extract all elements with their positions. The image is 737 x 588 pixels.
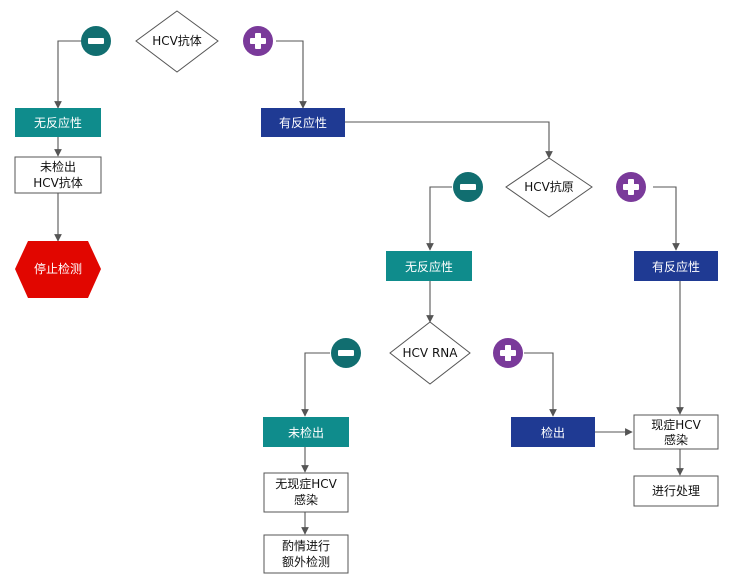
box-not-detected: 未检出: [263, 417, 349, 447]
connector-reactive-to-antigen: [345, 121, 553, 159]
box-label: 无反应性: [405, 259, 453, 274]
box-reactive-1: 有反应性: [261, 108, 345, 137]
box-current-hcv-infection: 现症HCV 感染: [633, 414, 719, 450]
connector-antibody-negative: [54, 40, 82, 109]
box-label: 无反应性: [34, 115, 82, 130]
connector-rna-negative: [301, 352, 330, 417]
box-not-detected-antibody: 未检出 HCV抗体: [14, 156, 102, 194]
box-label-line1: 酌情进行: [282, 539, 330, 553]
box-proceed-treatment: 进行处理: [633, 475, 719, 507]
stop-label: 停止检测: [34, 261, 82, 276]
minus-icon: [453, 172, 483, 202]
minus-icon: [331, 338, 361, 368]
box-nonreactive-2: 无反应性: [386, 251, 472, 281]
box-label-line2: 感染: [664, 432, 688, 447]
box-no-current-hcv-infection: 无现症HCV 感染: [263, 472, 349, 513]
box-label-line1: 未检出: [40, 159, 76, 174]
box-label-line1: 现症HCV: [651, 417, 701, 432]
plus-icon: [616, 172, 646, 202]
diamond-hcv-antibody: HCV抗体: [135, 10, 219, 73]
plus-icon: [493, 338, 523, 368]
box-label: 未检出: [288, 425, 324, 440]
box-nonreactive-1: 无反应性: [15, 108, 101, 137]
connector-antigen-negative: [426, 186, 452, 251]
diamond-label: HCV抗原: [524, 179, 574, 194]
diamond-hcv-rna: HCV RNA: [389, 321, 471, 385]
diamond-label: HCV抗体: [152, 33, 202, 48]
box-label: 检出: [541, 425, 565, 440]
box-reactive-2: 有反应性: [634, 251, 718, 281]
connectors: [54, 40, 684, 535]
diamond-label: HCV RNA: [403, 346, 459, 360]
box-label: 有反应性: [279, 115, 327, 130]
minus-icon: [81, 26, 111, 56]
diamond-hcv-antigen: HCV抗原: [505, 157, 593, 218]
box-label: 有反应性: [652, 259, 700, 274]
connector-antibody-positive: [276, 40, 307, 109]
connector-rna-positive: [524, 352, 557, 417]
box-label: 进行处理: [652, 484, 700, 498]
box-label-line2: 额外检测: [282, 554, 330, 569]
box-detected: 检出: [511, 417, 595, 447]
stop-octagon: 停止检测: [15, 241, 101, 298]
box-label-line2: HCV抗体: [33, 175, 83, 190]
connector-antigen-positive: [653, 186, 680, 251]
plus-icon: [243, 26, 273, 56]
box-label-line1: 无现症HCV: [275, 476, 337, 491]
box-further-testing: 酌情进行 额外检测: [263, 534, 349, 574]
box-label-line2: 感染: [294, 492, 318, 507]
